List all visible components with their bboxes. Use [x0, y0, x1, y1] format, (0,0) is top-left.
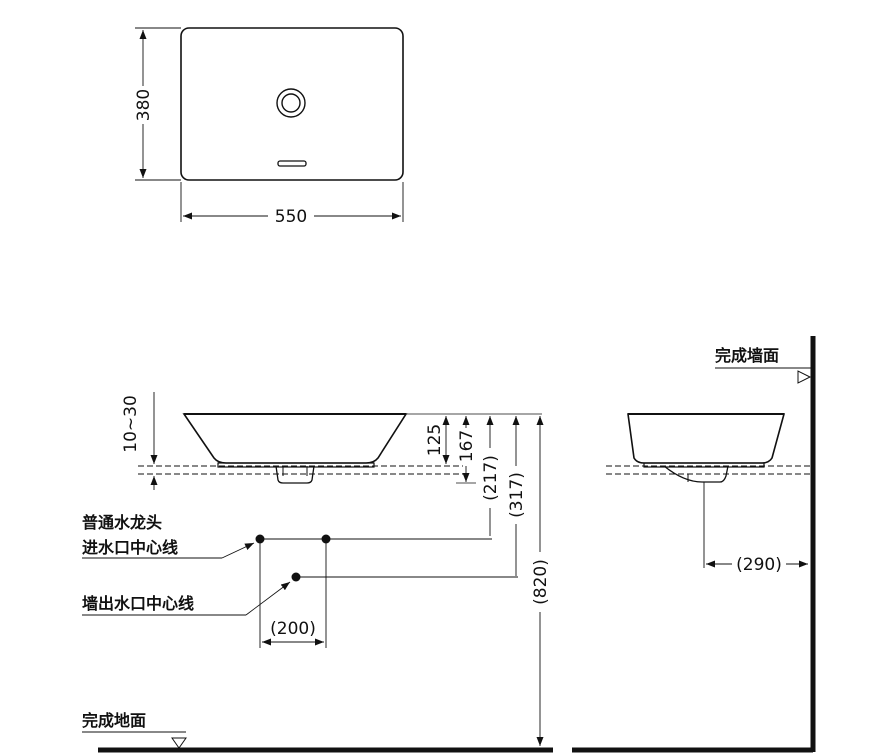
- dim-217-label: (217): [481, 455, 501, 501]
- dim-200: (200): [262, 619, 324, 646]
- dim-290-label: (290): [736, 555, 782, 575]
- width-label: 550: [275, 207, 307, 227]
- basin-foot: [217, 462, 375, 468]
- basin-body-front: [182, 413, 408, 464]
- deck-label: 10~30: [121, 395, 141, 453]
- top-view: 380 550: [134, 27, 404, 227]
- dim-167-label: 167: [457, 430, 477, 462]
- dim-317-label: (317): [507, 472, 527, 518]
- wall-outlet-label-group: 墙出水口中心线: [82, 581, 291, 616]
- side-view: (290) 完成墙面: [572, 336, 816, 753]
- dim-125-label: 125: [425, 424, 445, 456]
- faucet-label-line1: 普通水龙头: [82, 513, 162, 532]
- dim-317: (317): [507, 416, 527, 576]
- drain-outer: [276, 88, 306, 118]
- dim-167: 167: [456, 416, 477, 484]
- dim-820: (820): [531, 416, 551, 746]
- basin-outline-top: [180, 27, 404, 181]
- drain-inner: [281, 93, 301, 113]
- overflow-slot: [277, 160, 307, 167]
- wall-marker-icon: [797, 370, 812, 384]
- dim-217: (217): [481, 416, 501, 536]
- deck-thickness-dimension: 10~30: [121, 392, 158, 490]
- depth-dimension: 380: [134, 27, 181, 181]
- drain-body-side: [663, 465, 729, 483]
- floor-marker-icon: [171, 737, 187, 749]
- faucet-inlet-centerline: [255, 534, 492, 648]
- front-view: 10~30 125 167 (217) (317): [82, 392, 553, 753]
- faucet-inlet-label: 普通水龙头 进水口中心线: [82, 513, 255, 559]
- width-dimension: 550: [180, 182, 404, 227]
- wall-outlet-centerline: [291, 572, 518, 582]
- basin-foot-side: [643, 462, 765, 468]
- basin-body-side: [627, 413, 786, 464]
- dim-820-label: (820): [531, 559, 551, 605]
- faucet-label-line2: 进水口中心线: [82, 538, 178, 557]
- floor-label: 完成地面: [82, 711, 146, 730]
- finished-wall: 完成墙面: [572, 336, 816, 753]
- dim-200-label: (200): [270, 619, 316, 639]
- dim-125: 125: [425, 416, 450, 464]
- depth-label: 380: [134, 89, 154, 121]
- wall-label: 完成墙面: [715, 346, 779, 365]
- dim-290: (290): [706, 555, 808, 575]
- finished-floor: 完成地面: [82, 711, 553, 753]
- wall-outlet-label: 墙出水口中心线: [82, 594, 194, 613]
- wall-outlet-point: [291, 572, 301, 582]
- drain-body-front: [275, 465, 315, 484]
